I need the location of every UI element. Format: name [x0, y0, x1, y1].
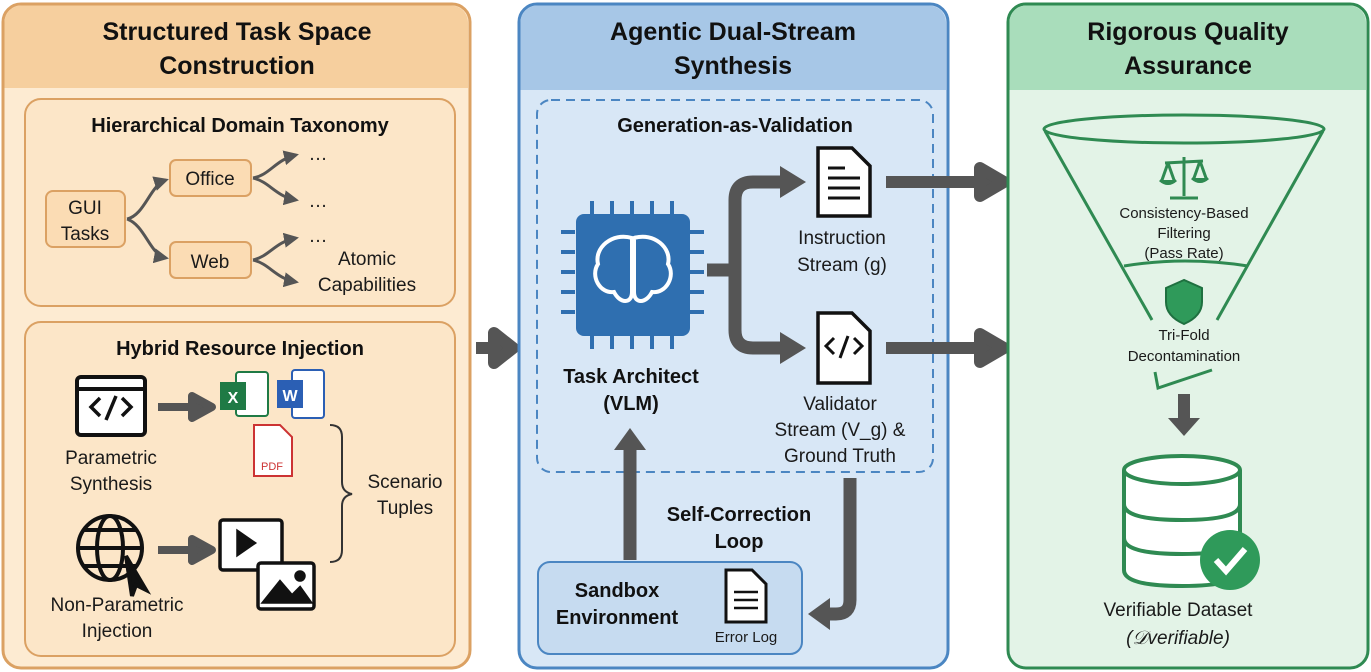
svg-text:W: W: [282, 388, 298, 405]
svg-text:PDF: PDF: [261, 461, 283, 473]
node-office: [169, 159, 252, 197]
log-file-icon: [724, 568, 768, 624]
media-icon: [218, 518, 316, 611]
panel-arrow: [886, 328, 1010, 368]
validator-label: Stream (V_g) &: [775, 420, 906, 441]
dataset-label: Verifiable Dataset: [1104, 600, 1254, 621]
sandbox-label: Sandbox: [575, 580, 659, 602]
panel-title: Agentic Dual-Stream: [610, 18, 856, 46]
atomic-label: Capabilities: [318, 275, 416, 296]
panel-task-space: Structured Task Space Construction Hiera…: [1, 2, 472, 670]
ellipsis: …: [309, 144, 328, 165]
node-web: [169, 241, 252, 279]
filter-label: Filtering: [1157, 225, 1210, 242]
tuples-label: Tuples: [377, 498, 433, 519]
taxonomy-arrows: [126, 150, 299, 288]
panel-quality: Rigorous Quality Assurance Consistency-B…: [1006, 2, 1370, 670]
panel-title: Structured Task Space: [102, 18, 371, 46]
validator-label: Validator: [803, 394, 877, 415]
atomic-label: Atomic: [338, 249, 396, 270]
resource-title: Hybrid Resource Injection: [116, 338, 364, 360]
panel-arrow: [476, 327, 519, 369]
panel-title: Rigorous Quality: [1087, 18, 1289, 46]
filter-label: Consistency-Based: [1119, 205, 1248, 222]
tuples-label: Scenario: [368, 472, 443, 493]
document-icon: [816, 146, 872, 218]
node-label: GUI: [68, 198, 102, 219]
word-icon: W: [277, 369, 325, 419]
node-label: Tasks: [61, 224, 110, 245]
brain-chip-icon: [561, 201, 704, 349]
pdf-icon: PDF: [253, 424, 293, 477]
gav-title: Generation-as-Validation: [617, 115, 853, 137]
panel-synthesis: Agentic Dual-Stream Synthesis Generation…: [517, 2, 950, 670]
node-gui-tasks: [45, 190, 126, 248]
arrow-icon: [158, 535, 216, 565]
scales-icon: [1159, 157, 1209, 200]
node-label: Web: [191, 252, 230, 273]
sandbox-label: Environment: [556, 607, 679, 629]
decon-label: Tri-Fold: [1158, 327, 1209, 344]
architect-label: (VLM): [603, 393, 659, 415]
validator-label: Ground Truth: [784, 446, 896, 467]
parametric-label: Synthesis: [70, 474, 152, 495]
brace: [329, 424, 353, 563]
dataset-symbol: (𝒟verifiable): [1126, 628, 1230, 649]
instruction-label: Instruction: [798, 228, 886, 249]
ellipsis: …: [309, 226, 328, 247]
nonparam-label: Non-Parametric: [50, 595, 183, 616]
panel-arrow: [886, 162, 1010, 202]
code-window-icon: [75, 375, 147, 437]
taxonomy-title: Hierarchical Domain Taxonomy: [91, 115, 389, 137]
check-badge-icon: [1200, 530, 1260, 590]
fork-arrows: [707, 175, 782, 355]
ellipsis: …: [309, 191, 328, 212]
instruction-label: Stream (g): [797, 255, 887, 276]
gav-box: [536, 99, 934, 473]
svg-text:X: X: [228, 390, 239, 407]
panel-title: Construction: [159, 52, 315, 80]
decon-label: Decontamination: [1128, 348, 1241, 365]
shield-icon: [1165, 278, 1203, 326]
globe-cursor-icon: [76, 514, 152, 597]
filter-label: (Pass Rate): [1144, 245, 1223, 262]
code-file-icon: [816, 311, 872, 385]
panel-title: Assurance: [1124, 52, 1252, 80]
parametric-label: Parametric: [65, 448, 157, 469]
error-log-label: Error Log: [715, 629, 778, 646]
architect-label: Task Architect: [563, 366, 699, 388]
excel-icon: X: [220, 371, 269, 417]
loop-label: Self-Correction: [667, 504, 811, 526]
loop-label: Loop: [715, 531, 764, 553]
nonparam-label: Injection: [82, 621, 153, 642]
arrow-icon: [158, 392, 216, 422]
loop-arrow-down: [828, 478, 857, 621]
funnel-icon: [1042, 113, 1326, 390]
node-label: Office: [185, 169, 234, 190]
panel-title: Synthesis: [674, 52, 792, 80]
